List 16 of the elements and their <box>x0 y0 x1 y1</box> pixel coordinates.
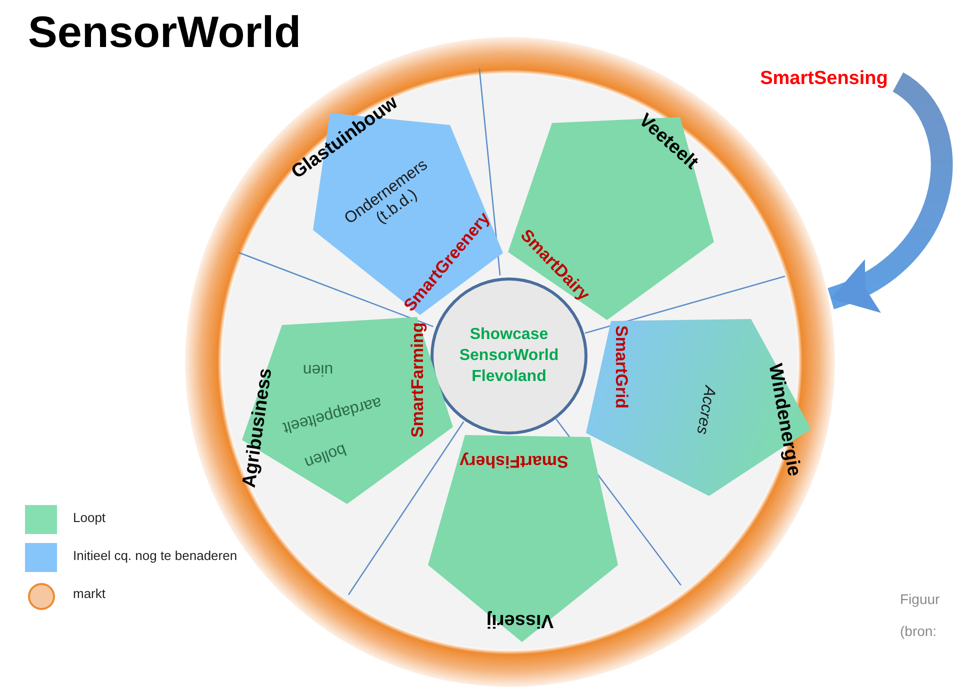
sector-label: Windenergie <box>763 362 805 478</box>
legend-label: markt <box>73 587 106 602</box>
caption-text: Figuur <box>900 591 940 608</box>
project-label: SmartFarming <box>408 322 428 438</box>
legend-label: Initieel cq. nog te benaderen <box>73 549 238 564</box>
title: SensorWorld <box>28 8 302 59</box>
project-label: SmartFishery <box>460 451 568 471</box>
crop-label: uien <box>302 360 334 378</box>
center-label: Showcase SensorWorld Flevoland <box>458 324 560 386</box>
project-label: SmartGrid <box>611 325 631 409</box>
sector-label: Visserij <box>486 609 554 631</box>
partner-text: Accres <box>692 384 718 436</box>
caption-text: (bron: <box>900 623 937 640</box>
legend-label: Loopt <box>73 511 106 526</box>
crop-label: bollen <box>302 439 348 471</box>
sector-label: Agribusiness <box>238 366 278 490</box>
